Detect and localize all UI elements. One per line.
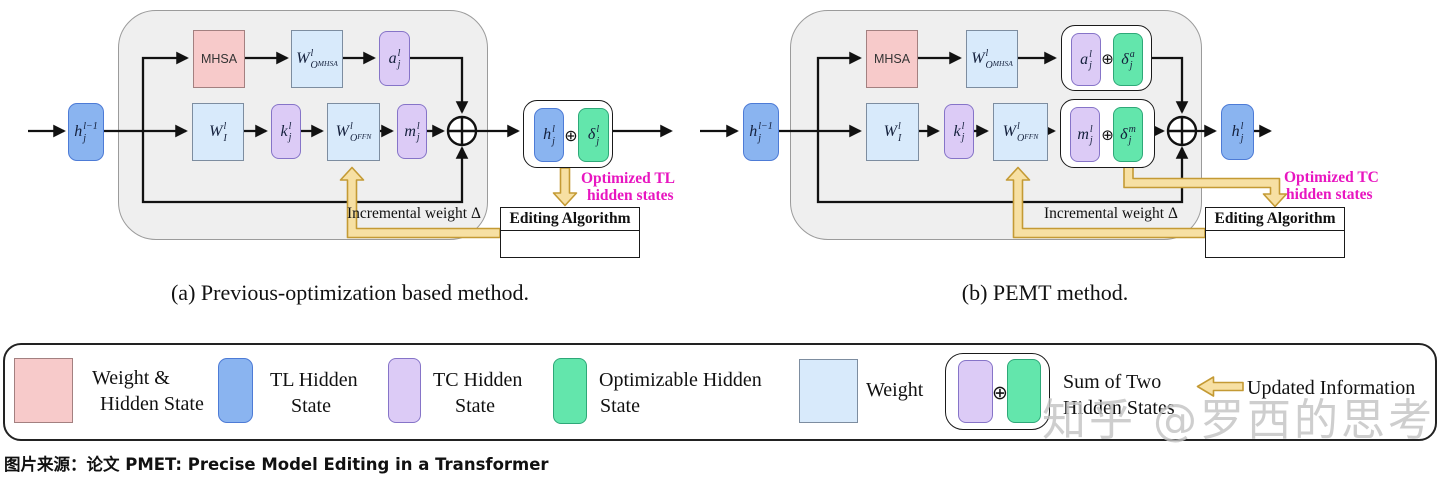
optimized-tc-annotation: Optimized TC hidden states	[1284, 169, 1379, 203]
adder-plus-circle-a	[446, 115, 478, 147]
caption-b: (b) PEMT method.	[961, 280, 1129, 305]
oplus-icon: ⊕	[564, 125, 578, 145]
legend-swatch-weight-hidden-state	[14, 358, 73, 423]
optimized-tl-annotation: Optimized TL hidden states	[581, 170, 676, 204]
legend-label: Weight	[866, 379, 924, 401]
caption-a: (a) Previous-optimization based method.	[170, 280, 530, 305]
oplus-icon: ⊕	[992, 381, 1008, 404]
legend-label: State	[455, 395, 495, 417]
editing-algorithm-box-b: Editing Algorithm	[1205, 207, 1345, 258]
legend-label: Sum of Two	[1063, 371, 1162, 393]
legend-swatch-optimizable-hidden	[553, 358, 587, 424]
legend-label: Weight &	[92, 367, 170, 389]
legend-label: TC Hidden	[433, 369, 523, 391]
editing-algorithm-title: Editing Algorithm	[1206, 208, 1344, 231]
mhsa-box-b: MHSA	[866, 30, 918, 88]
image-source-caption: 图片来源：论文 PMET: Precise Model Editing in a…	[4, 455, 549, 474]
legend-sum-group: ⊕	[945, 353, 1050, 430]
oplus-icon: ⊕	[1101, 125, 1114, 144]
editing-algorithm-box-a: Editing Algorithm	[500, 207, 640, 258]
black-flow-arrows	[28, 51, 1272, 204]
editing-algorithm-title: Editing Algorithm	[501, 208, 639, 231]
adder-plus-circle-b	[1166, 115, 1198, 147]
legend-label: Hidden States	[1063, 397, 1175, 419]
updated-information-legend-arrow-icon	[1196, 376, 1244, 397]
incremental-weight-label-a: Incremental weight Δ	[347, 205, 481, 222]
legend-swatch-weight	[799, 359, 858, 423]
oplus-icon: ⊕	[1101, 50, 1114, 68]
legend-label: TL Hidden	[270, 369, 358, 391]
optimizable-hidden-state-box	[1007, 359, 1041, 423]
legend-swatch-tl-hidden	[218, 358, 253, 423]
legend-swatch-tc-hidden	[388, 358, 421, 423]
legend-label: State	[600, 395, 640, 417]
updated-information-arrows	[339, 163, 1288, 397]
watermark: 知乎 @罗西的思考	[1042, 395, 1435, 446]
legend-label: Optimizable Hidden	[599, 369, 762, 391]
legend-label: Updated Information	[1247, 377, 1416, 399]
incremental-weight-label-b: Incremental weight Δ	[1044, 205, 1178, 222]
mhsa-box-a: MHSA	[193, 30, 245, 88]
tc-hidden-state-box	[958, 360, 993, 423]
legend-label: State	[291, 395, 331, 417]
legend-label: Hidden State	[100, 393, 204, 415]
mhsa-label: MHSA	[873, 52, 911, 66]
mhsa-label: MHSA	[200, 52, 238, 66]
